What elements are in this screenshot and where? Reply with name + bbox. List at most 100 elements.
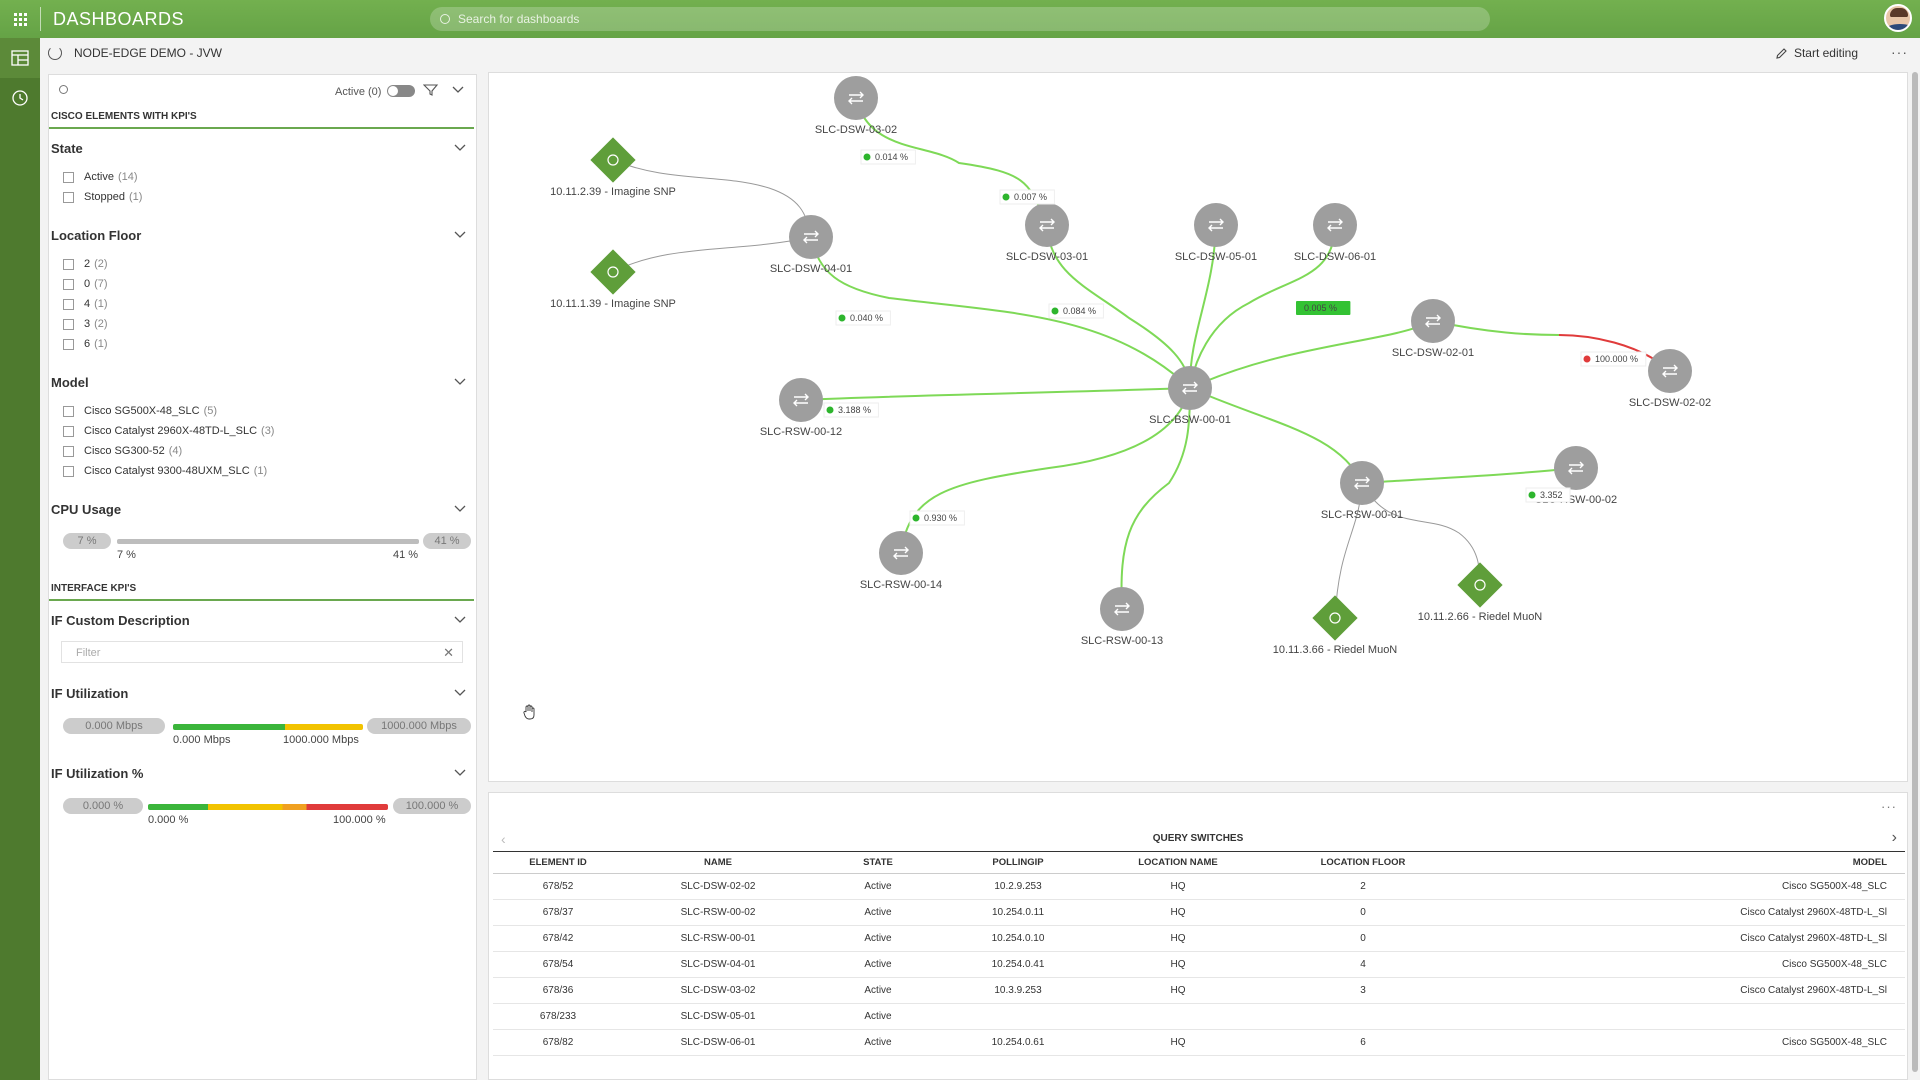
switch-node-circle[interactable] <box>1025 203 1069 247</box>
device-node[interactable]: 10.11.2.66 - Riedel MuoN <box>1418 562 1543 623</box>
column-header[interactable]: STATE <box>813 851 943 874</box>
chevron-down-icon[interactable] <box>453 375 467 389</box>
model-option-sg300[interactable]: Cisco SG300-52(4) <box>63 445 182 457</box>
floor-option-6[interactable]: 6(1) <box>63 338 108 350</box>
column-header[interactable]: POLLINGIP <box>943 851 1093 874</box>
chevron-down-icon[interactable] <box>451 83 465 97</box>
graph-edge[interactable] <box>612 159 812 238</box>
kpi-badge[interactable]: 3.188 % <box>823 402 879 418</box>
search-icon[interactable] <box>59 85 68 94</box>
graph-edge[interactable] <box>1189 387 1363 484</box>
chevron-down-icon[interactable] <box>453 613 467 627</box>
checkbox[interactable] <box>63 171 74 183</box>
switch-node-circle[interactable] <box>779 378 823 422</box>
if-description-filter-input[interactable]: Filter ✕ <box>61 641 463 663</box>
if-util-pct-range-slider[interactable] <box>148 804 388 810</box>
kpi-badge[interactable]: 100.000 % <box>1580 351 1647 367</box>
floor-option-4[interactable]: 4(1) <box>63 298 108 310</box>
checkbox[interactable] <box>63 278 74 290</box>
cpu-range-slider[interactable] <box>117 539 419 544</box>
kpi-badge[interactable]: 0.930 % <box>909 510 965 526</box>
device-node-diamond[interactable] <box>590 137 636 183</box>
floor-option-2[interactable]: 2(2) <box>63 258 108 270</box>
device-node-diamond[interactable] <box>590 249 636 295</box>
device-node[interactable]: 10.11.2.39 - Imagine SNP <box>550 137 676 198</box>
checkbox[interactable] <box>63 338 74 350</box>
column-header[interactable]: LOCATION NAME <box>1093 851 1263 874</box>
chevron-down-icon[interactable] <box>453 141 467 155</box>
chevron-down-icon[interactable] <box>453 766 467 780</box>
start-editing-button[interactable]: Start editing <box>1775 46 1858 60</box>
graph-edge[interactable] <box>810 236 1191 389</box>
chevron-down-icon[interactable] <box>453 686 467 700</box>
more-options-icon[interactable]: ··· <box>1891 44 1908 60</box>
checkbox[interactable] <box>63 445 74 457</box>
switch-node-circle[interactable] <box>1648 349 1692 393</box>
switch-node-circle[interactable] <box>834 76 878 120</box>
kpi-badge[interactable]: 0.007 % <box>999 189 1055 205</box>
checkbox[interactable] <box>63 318 74 330</box>
column-header[interactable]: MODEL <box>1463 851 1905 874</box>
checkbox[interactable] <box>63 465 74 477</box>
column-header[interactable]: NAME <box>623 851 813 874</box>
graph-edge[interactable] <box>1361 467 1577 484</box>
model-option-sg500x[interactable]: Cisco SG500X-48_SLC(5) <box>63 405 217 417</box>
checkbox[interactable] <box>63 405 74 417</box>
chevron-right-icon[interactable]: › <box>1891 829 1897 846</box>
state-option-active[interactable]: Active(14) <box>63 171 138 183</box>
switch-node[interactable]: SLC-DSW-06-01 <box>1294 203 1376 263</box>
kpi-badge[interactable]: 0.084 % <box>1048 303 1104 319</box>
dashboards-nav-icon[interactable] <box>0 38 40 78</box>
column-header[interactable]: ELEMENT ID <box>493 851 623 874</box>
switch-node-circle[interactable] <box>1194 203 1238 247</box>
switch-node[interactable]: SLC-DSW-03-01 <box>1006 203 1088 263</box>
graph-edge[interactable] <box>1361 482 1481 586</box>
if-util-max-value[interactable]: 1000.000 Mbps <box>367 718 471 734</box>
more-options-icon[interactable]: ··· <box>1881 799 1897 814</box>
device-node[interactable]: 10.11.3.66 - Riedel MuoN <box>1273 595 1398 656</box>
chevron-down-icon[interactable] <box>453 502 467 516</box>
checkbox[interactable] <box>63 258 74 270</box>
switch-node[interactable]: SLC-RSW-00-12 <box>760 378 842 438</box>
graph-edge[interactable] <box>612 236 812 273</box>
switch-node-circle[interactable] <box>1554 446 1598 490</box>
vertical-scrollbar[interactable] <box>1910 68 1920 1080</box>
switch-node-circle[interactable] <box>1340 461 1384 505</box>
switch-node-circle[interactable] <box>1411 299 1455 343</box>
dashboard-search-input[interactable]: Search for dashboards <box>430 7 1490 31</box>
device-node-diamond[interactable] <box>1457 562 1503 608</box>
clear-icon[interactable]: ✕ <box>443 645 454 660</box>
if-util-range-slider[interactable] <box>173 724 363 730</box>
switch-node-circle[interactable] <box>789 215 833 259</box>
switch-node[interactable]: SLC-RSW-00-01 <box>1321 461 1403 521</box>
state-option-stopped[interactable]: Stopped(1) <box>63 191 142 203</box>
graph-edge[interactable] <box>800 387 1191 401</box>
history-icon[interactable] <box>0 78 40 118</box>
cpu-min-value[interactable]: 7 % <box>63 533 111 549</box>
checkbox[interactable] <box>63 298 74 310</box>
checkbox[interactable] <box>63 191 74 203</box>
kpi-badge[interactable]: 0.040 % <box>835 310 891 326</box>
column-header[interactable]: LOCATION FLOOR <box>1263 851 1463 874</box>
switch-node-circle[interactable] <box>879 531 923 575</box>
if-util-pct-max-value[interactable]: 100.000 % <box>393 798 471 814</box>
graph-edge[interactable] <box>1188 224 1217 389</box>
switch-node-circle[interactable] <box>1168 366 1212 410</box>
switch-node[interactable]: SLC-RSW-00-14 <box>860 531 942 591</box>
if-util-pct-min-value[interactable]: 0.000 % <box>63 798 143 814</box>
if-util-min-value[interactable]: 0.000 Mbps <box>63 718 165 734</box>
kpi-badge[interactable]: 3.352 <box>1525 487 1571 503</box>
floor-option-3[interactable]: 3(2) <box>63 318 108 330</box>
switch-node[interactable]: SLC-DSW-04-01 <box>770 215 852 275</box>
app-launcher-icon[interactable] <box>0 0 40 38</box>
graph-edge[interactable] <box>1120 387 1191 610</box>
filter-icon[interactable] <box>423 83 439 97</box>
model-option-2960x[interactable]: Cisco Catalyst 2960X-48TD-L_SLC(3) <box>63 425 274 437</box>
